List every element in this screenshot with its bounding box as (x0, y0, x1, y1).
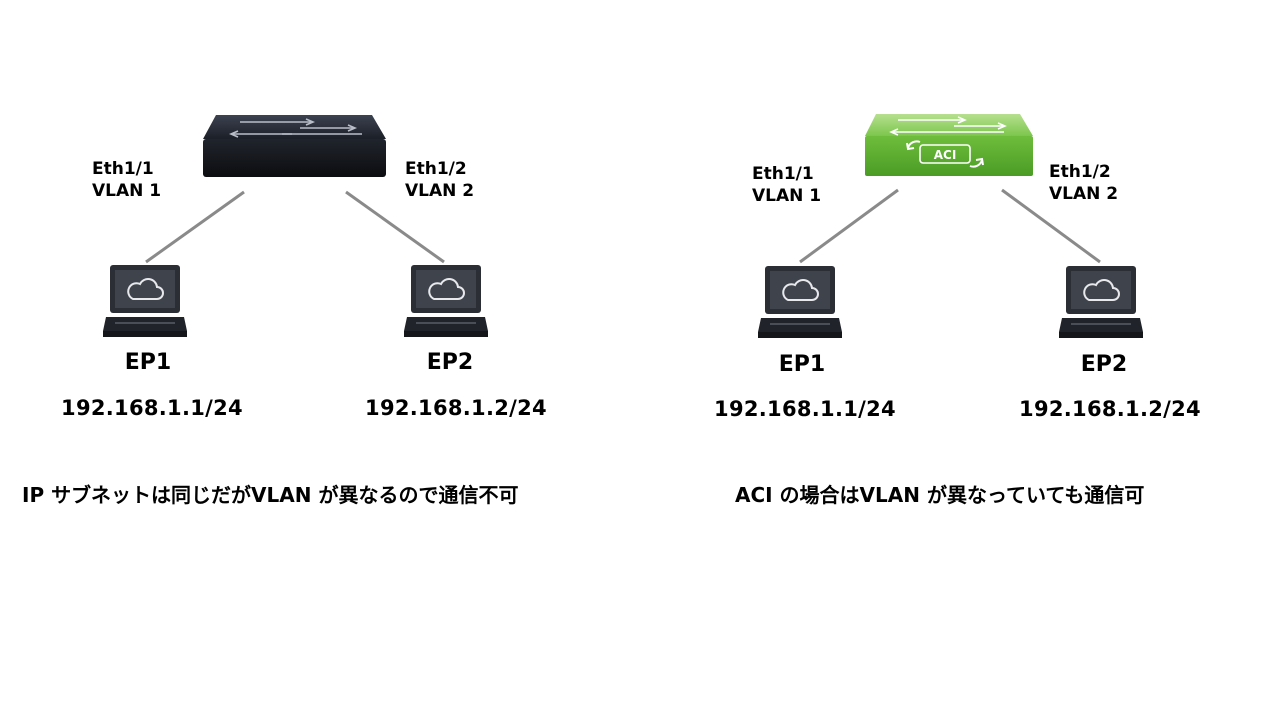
link-switch-ep1 (799, 188, 899, 264)
link-switch-ep2 (1001, 188, 1101, 264)
ep2-name: EP2 (1080, 352, 1128, 377)
interface-label: Eth1/1 (92, 159, 154, 179)
port-label-eth1-1: Eth1/1 VLAN 1 (752, 163, 821, 207)
ep1-name: EP1 (778, 352, 826, 377)
vlan-label: VLAN 2 (1049, 184, 1119, 204)
ep2-ip: 192.168.1.2/24 (1019, 397, 1201, 421)
links (799, 188, 1101, 264)
standard-switch-diagram: Eth1/1 VLAN 1 Eth1/2 VLAN 2 EP1 EP2 192.… (22, 113, 547, 507)
endpoint-ep1-icon (758, 266, 842, 340)
ep1-ip: 192.168.1.1/24 (61, 396, 243, 420)
interface-label: Eth1/2 (1049, 162, 1111, 182)
link-switch-ep2 (345, 190, 445, 264)
switch-icon (202, 113, 387, 181)
caption: ACI の場合はVLAN が異なっていても通信可 (735, 483, 1145, 507)
interface-label: Eth1/1 (752, 164, 814, 184)
caption: IP サブネットは同じだがVLAN が異なるので通信不可 (22, 483, 519, 507)
interface-label: Eth1/2 (405, 159, 467, 179)
endpoint-ep2-icon (404, 265, 488, 339)
link-switch-ep1 (145, 190, 245, 264)
port-label-eth1-1: Eth1/1 VLAN 1 (92, 158, 161, 202)
links (145, 190, 445, 264)
ep1-name: EP1 (124, 350, 172, 375)
port-label-eth1-2: Eth1/2 VLAN 2 (1049, 161, 1118, 205)
endpoint-ep2-icon (1059, 266, 1143, 340)
vlan-label: VLAN 2 (405, 181, 475, 201)
vlan-label: VLAN 1 (752, 186, 822, 206)
ep2-name: EP2 (426, 350, 474, 375)
ep1-ip: 192.168.1.1/24 (714, 397, 896, 421)
aci-label: ACI (934, 148, 957, 162)
aci-switch-diagram: ACI Eth1/1 VLAN 1 Eth1/2 VLAN 2 (640, 0, 1280, 720)
vlan-label: VLAN 1 (92, 181, 162, 201)
aci-switch-icon: ACI (864, 112, 1034, 178)
ep2-ip: 192.168.1.2/24 (365, 396, 547, 420)
endpoint-ep1-icon (103, 265, 187, 339)
port-label-eth1-2: Eth1/2 VLAN 2 (405, 158, 474, 202)
